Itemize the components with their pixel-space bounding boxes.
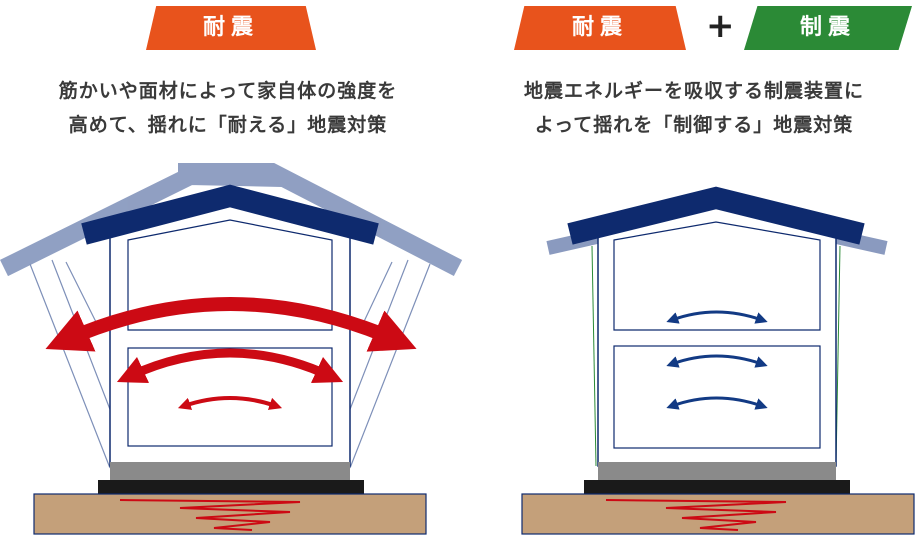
right-desc-line1: 地震エネルギーを吸収する制震装置に: [523, 80, 864, 102]
right-roof: [567, 186, 865, 245]
left-seismic-wave: [119, 499, 301, 531]
left-foundation: [98, 480, 364, 494]
left-ghost-roofs: [0, 163, 463, 277]
left-roof: [81, 184, 379, 245]
right-house: [521, 186, 915, 535]
plus-sign: +: [706, 6, 735, 46]
left-house: [0, 163, 463, 535]
left-red-arrows: [45, 297, 417, 410]
right-blue-arrows: [666, 310, 768, 410]
badge-seishin: 制震: [744, 6, 912, 50]
left-desc-line1: 筋かいや面材によって家自体の強度を: [58, 80, 398, 102]
right-desc-line2: よって揺れを「制御する」地震対策: [534, 114, 854, 136]
right-foundation: [584, 480, 850, 494]
right-seismic-wave: [605, 499, 787, 531]
left-house-body: [109, 203, 351, 480]
badge-taishin-left: 耐震: [146, 6, 316, 50]
badge-taishin-right: 耐震: [514, 6, 686, 50]
left-description: 筋かいや面材によって家自体の強度を 高めて、揺れに「耐える」地震対策: [8, 74, 448, 142]
left-desc-line2: 高めて、揺れに「耐える」地震対策: [68, 114, 388, 136]
right-description: 地震エネルギーを吸収する制震装置に よって揺れを「制御する」地震対策: [474, 74, 914, 142]
right-house-body: [597, 205, 837, 480]
